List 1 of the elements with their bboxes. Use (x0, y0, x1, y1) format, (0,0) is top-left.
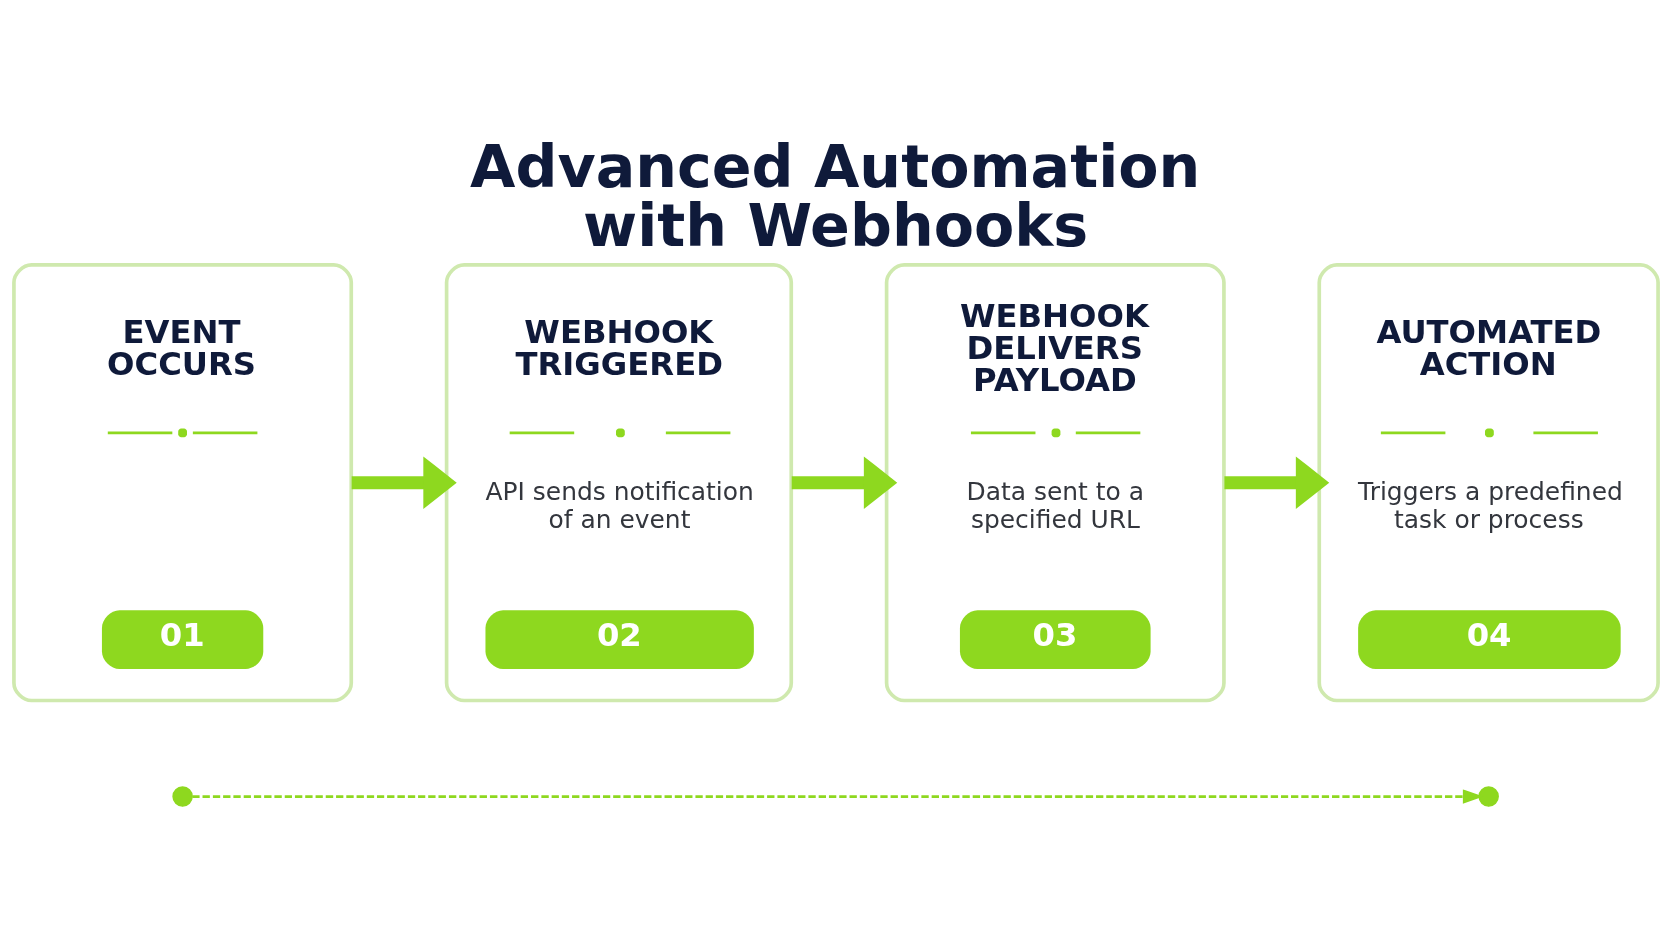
diagram-title: Advanced Automation with Webhooks (470, 132, 1201, 260)
